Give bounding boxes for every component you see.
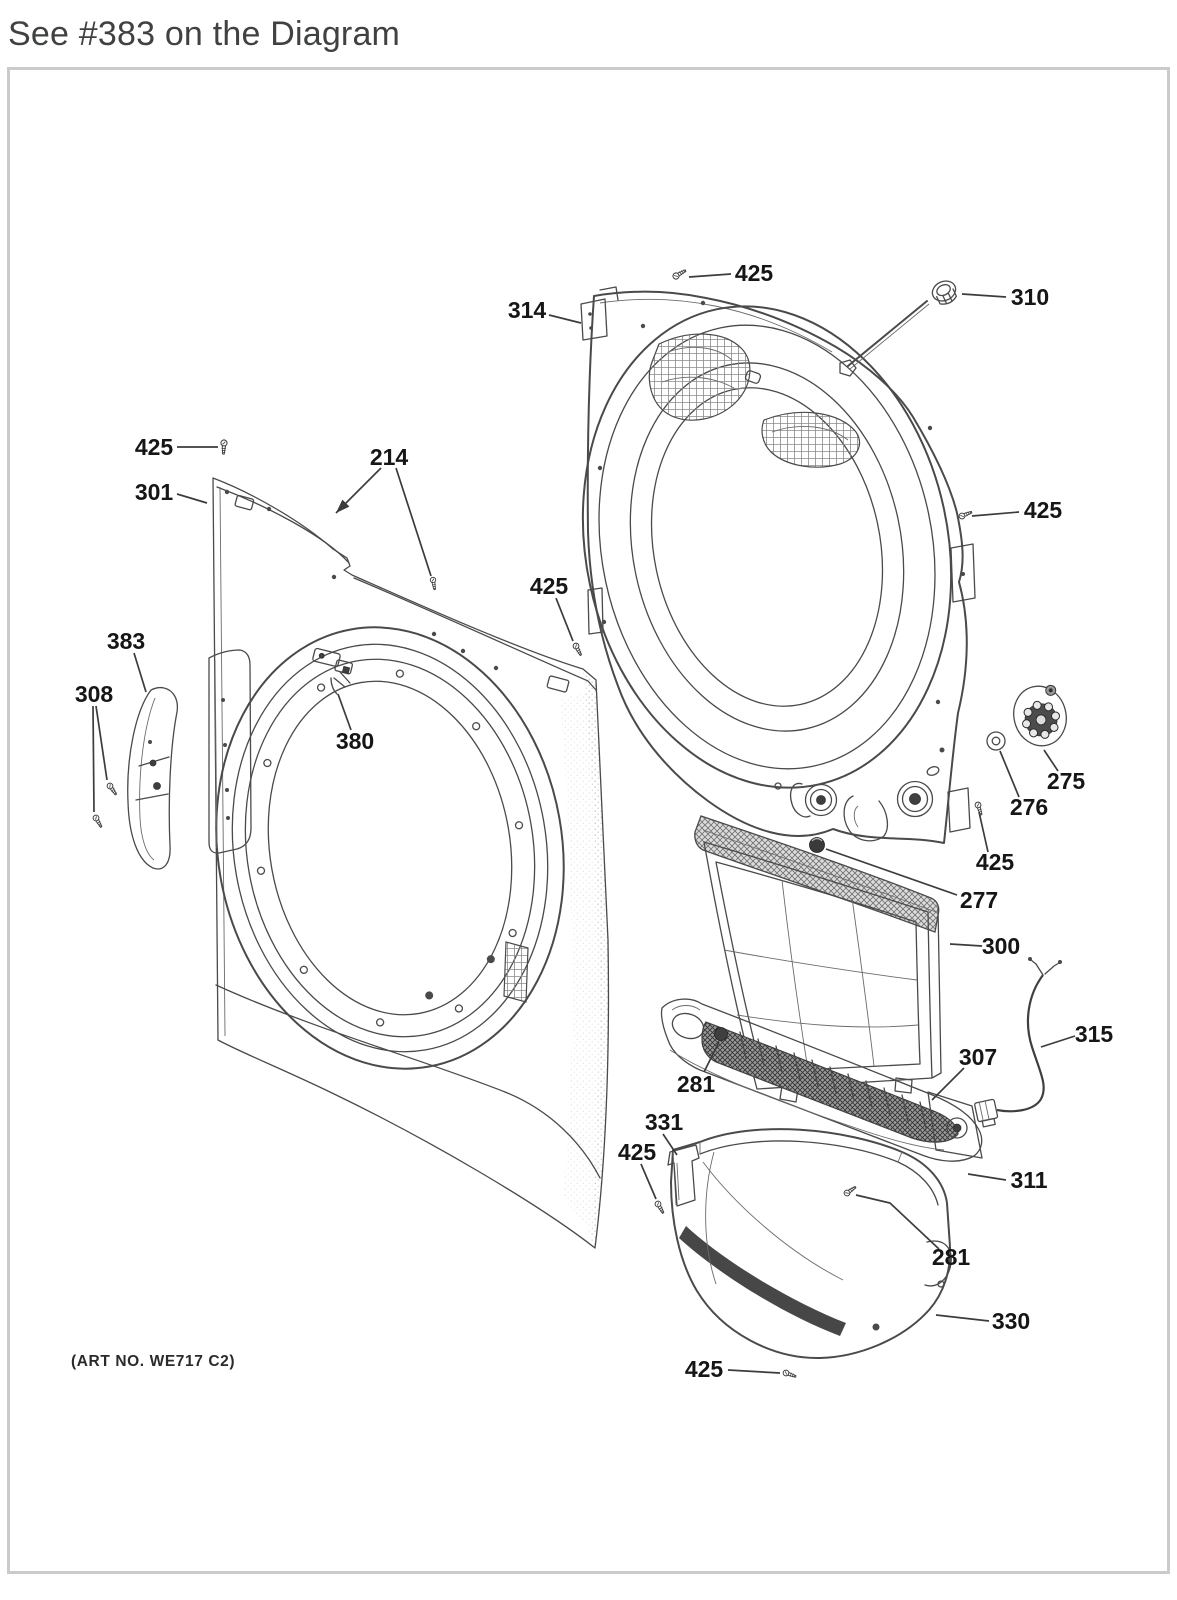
leader-line-311 xyxy=(967,1173,1007,1181)
callout-label-301: 301 xyxy=(135,479,174,505)
bulkhead-314-drawing xyxy=(580,280,976,844)
leader-line-300 xyxy=(949,943,983,947)
leader-lines-layer xyxy=(92,273,1076,1374)
callout-label-330: 330 xyxy=(992,1308,1030,1334)
callout-label-425: 425 xyxy=(735,260,774,286)
lint-duct-307-drawing xyxy=(660,998,983,1162)
wire-harness-315-drawing xyxy=(974,957,1062,1128)
callout-label-311: 311 xyxy=(1010,1167,1047,1193)
callout-label-425: 425 xyxy=(976,849,1015,875)
callout-label-300: 300 xyxy=(982,933,1020,959)
callout-label-275: 275 xyxy=(1047,768,1086,794)
callout-label-425: 425 xyxy=(135,434,174,460)
callout-label-281: 281 xyxy=(677,1071,716,1097)
leader-line-308 xyxy=(95,705,108,781)
callout-label-331: 331 xyxy=(645,1109,684,1135)
door-opening-rings xyxy=(215,626,565,1070)
ring-276-drawing xyxy=(986,731,1006,751)
leader-line-307 xyxy=(931,1067,965,1101)
bearing-275-drawing xyxy=(1013,684,1067,747)
leader-line-425 xyxy=(555,597,574,642)
leader-line-281 xyxy=(855,1194,940,1250)
callout-label-383: 383 xyxy=(107,628,145,654)
leader-line-380 xyxy=(337,693,352,731)
leader-line-314 xyxy=(548,314,582,324)
stud-310 xyxy=(839,280,958,377)
leader-line-383 xyxy=(133,652,147,693)
leader-line-308 xyxy=(92,705,95,813)
callout-label-315: 315 xyxy=(1075,1021,1114,1047)
leader-line-310 xyxy=(961,293,1007,298)
leader-line-315 xyxy=(1040,1035,1076,1048)
drum-rollers xyxy=(774,747,945,842)
callout-label-276: 276 xyxy=(1010,794,1048,820)
callout-label-281: 281 xyxy=(932,1244,971,1270)
leader-line-425 xyxy=(640,1163,657,1200)
front-panel-301-drawing xyxy=(208,477,610,1249)
leader-line-214 xyxy=(395,467,432,577)
leader-line-275 xyxy=(1043,749,1059,772)
grommet-277-drawing xyxy=(809,837,825,853)
leader-arrowhead xyxy=(336,499,350,513)
callout-label-425: 425 xyxy=(1024,497,1063,523)
door-latch-380-drawing xyxy=(312,647,354,695)
housing-330-drawing xyxy=(667,1128,952,1360)
callout-label-425: 425 xyxy=(530,573,569,599)
leader-line-425 xyxy=(971,511,1020,517)
leader-line-277 xyxy=(825,848,958,896)
page-title: See #383 on the Diagram xyxy=(8,15,401,53)
leader-line-425 xyxy=(688,273,732,278)
callout-label-214: 214 xyxy=(370,444,409,470)
leader-line-331 xyxy=(662,1133,678,1156)
leader-line-425 xyxy=(978,811,989,853)
screws-308 xyxy=(91,781,119,829)
leader-line-281 xyxy=(703,1041,720,1073)
leader-line-425 xyxy=(727,1369,781,1374)
callout-label-425: 425 xyxy=(685,1356,724,1382)
art-number-text: (ART NO. WE717 C2) xyxy=(71,1353,235,1370)
callout-label-277: 277 xyxy=(960,887,998,913)
callout-label-307: 307 xyxy=(959,1044,997,1070)
leader-line-276 xyxy=(999,750,1020,798)
leader-line-330 xyxy=(935,1314,990,1322)
callout-label-310: 310 xyxy=(1011,284,1049,310)
callout-label-425: 425 xyxy=(618,1139,657,1165)
door-trim-383-drawing xyxy=(127,686,179,870)
callout-label-314: 314 xyxy=(508,297,547,323)
leader-line-301 xyxy=(176,493,208,504)
callout-label-380: 380 xyxy=(336,728,374,754)
callout-label-308: 308 xyxy=(75,681,114,707)
